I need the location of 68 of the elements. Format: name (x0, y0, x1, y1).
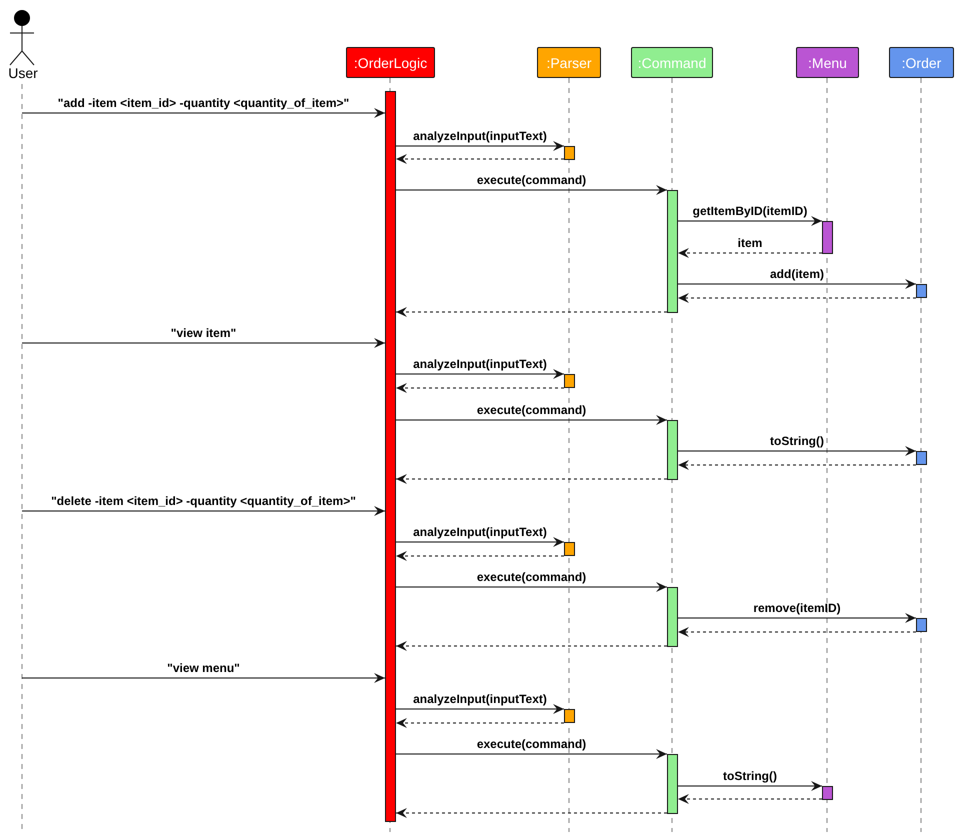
message-label: execute(command) (476, 570, 586, 584)
message-arrow (678, 613, 916, 623)
activation-bar (822, 786, 833, 800)
message-arrow (678, 216, 822, 226)
return-arrow (396, 551, 564, 561)
message-arrow (396, 704, 564, 714)
participant-box: :Command (631, 47, 713, 78)
message-arrow (396, 749, 668, 759)
message-label: execute(command) (476, 737, 586, 751)
message-arrow (22, 673, 386, 683)
activation-bar (667, 420, 678, 480)
activation-bar (916, 618, 927, 632)
message-label: item (738, 236, 762, 250)
message-arrow (22, 506, 386, 516)
message-arrow (396, 415, 668, 425)
message-label: "view item" (170, 326, 236, 340)
return-arrow (396, 808, 668, 818)
activation-bar (564, 374, 575, 388)
message-arrow (22, 108, 386, 118)
return-arrow (678, 627, 916, 637)
message-label: toString() (723, 769, 777, 783)
message-arrow (678, 446, 916, 456)
return-arrow (396, 383, 564, 393)
message-arrow (396, 582, 668, 592)
activation-bar (564, 146, 575, 160)
message-arrow (396, 369, 564, 379)
return-arrow (396, 474, 668, 484)
activation-bar (667, 587, 678, 647)
return-arrow (678, 460, 916, 470)
return-arrow (396, 307, 668, 317)
activation-bar (916, 451, 927, 465)
message-label: getItemByID(itemID) (692, 204, 808, 218)
activation-bar (822, 221, 833, 254)
activation-bar (564, 709, 575, 723)
activation-bar (667, 754, 678, 814)
return-arrow (396, 718, 564, 728)
message-label: add(item) (770, 267, 824, 281)
message-label: analyzeInput(inputText) (413, 357, 547, 371)
message-label: analyzeInput(inputText) (413, 129, 547, 143)
message-label: analyzeInput(inputText) (413, 525, 547, 539)
message-arrow (678, 781, 822, 791)
actor-name: User (8, 65, 38, 81)
participant-box: :Parser (537, 47, 601, 78)
return-arrow (678, 794, 822, 804)
message-label: "view menu" (167, 661, 240, 675)
return-arrow (396, 641, 668, 651)
return-arrow (678, 293, 916, 303)
message-label: execute(command) (476, 173, 586, 187)
participant-box: :OrderLogic (346, 47, 435, 78)
message-label: execute(command) (476, 403, 586, 417)
activation-bar (564, 542, 575, 556)
activation-bar (385, 91, 396, 822)
message-arrow (396, 141, 564, 151)
participant-box: :Menu (796, 47, 859, 78)
participant-box: :Order (889, 47, 954, 78)
message-label: toString() (770, 434, 824, 448)
return-arrow (396, 154, 564, 164)
message-label: analyzeInput(inputText) (413, 692, 547, 706)
activation-bar (916, 284, 927, 298)
message-arrow (396, 185, 668, 195)
message-arrow (22, 338, 386, 348)
message-arrow (678, 279, 916, 289)
activation-bar (667, 190, 678, 313)
return-arrow (678, 248, 822, 258)
message-label: remove(itemID) (753, 601, 841, 615)
message-arrow (396, 537, 564, 547)
message-label: "add -item <item_id> -quantity <quantity_of_item>" (58, 96, 350, 110)
message-label: "delete -item <item_id> -quantity <quantity_of_item>" (51, 494, 356, 508)
